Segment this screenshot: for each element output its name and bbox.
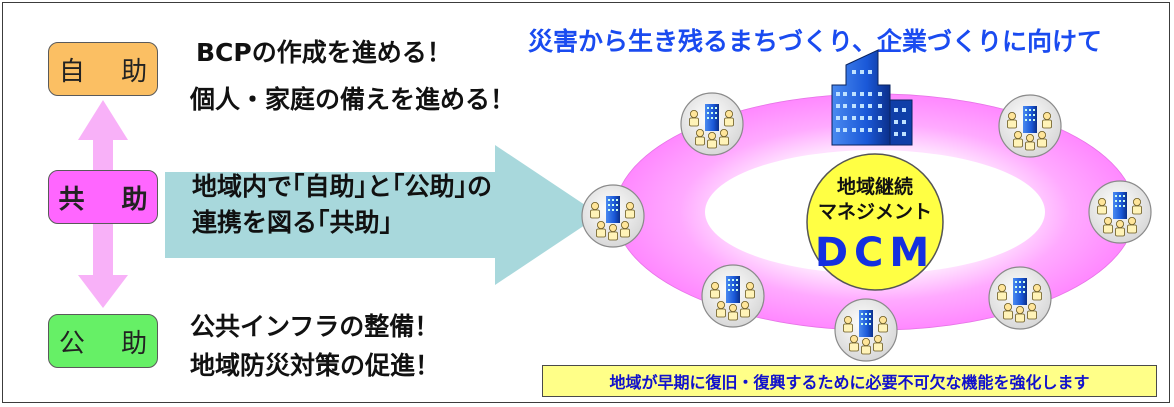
dcm-label: 地域継続 マネジメント [805,175,945,225]
public-help-text-2: 地域防災対策の促進！ [190,351,441,380]
building-with-people-icon [1089,181,1151,243]
dcm-acronym: DCM [814,230,936,276]
building-with-people-icon [999,95,1061,157]
headline: 災害から生き残るまちづくり、企業づくりに向けて [528,27,1103,56]
footer-text: 地域が早期に復旧・復興するために必要不可欠な機能を強化します [609,373,1090,392]
dcm-label-line1: 地域継続 [836,176,913,198]
mutual-help-label: 共 助 [58,184,162,215]
mutual-help-box: 共 助 [48,170,158,224]
self-help-label: 自 助 [58,56,162,87]
public-help-text-1: 公共インフラの整備！ [190,312,440,341]
big-right-arrow-icon [165,145,600,285]
dcm-label-line2: マネジメント [817,201,932,223]
office-building-icon [831,49,913,146]
self-help-text-2: 個人・家庭の備えを進める！ [190,85,516,114]
building-with-people-icon [681,93,743,155]
public-help-box: 公 助 [48,314,158,368]
building-with-people-icon [702,265,764,327]
building-with-people-icon [582,185,644,247]
self-help-text-1: BCPの作成を進める！ [196,38,452,67]
self-help-box: 自 助 [48,42,158,96]
footer-banner: 地域が早期に復旧・復興するために必要不可欠な機能を強化します [542,365,1157,397]
building-with-people-icon [989,267,1051,329]
mutual-help-text-1: 地域内で｢自助｣と｢公助｣の [192,172,493,201]
public-help-label: 公 助 [58,328,162,359]
dcm-circle [806,153,944,291]
building-with-people-icon [835,299,897,361]
mutual-help-text-2: 連携を図る｢共助｣ [192,208,393,237]
